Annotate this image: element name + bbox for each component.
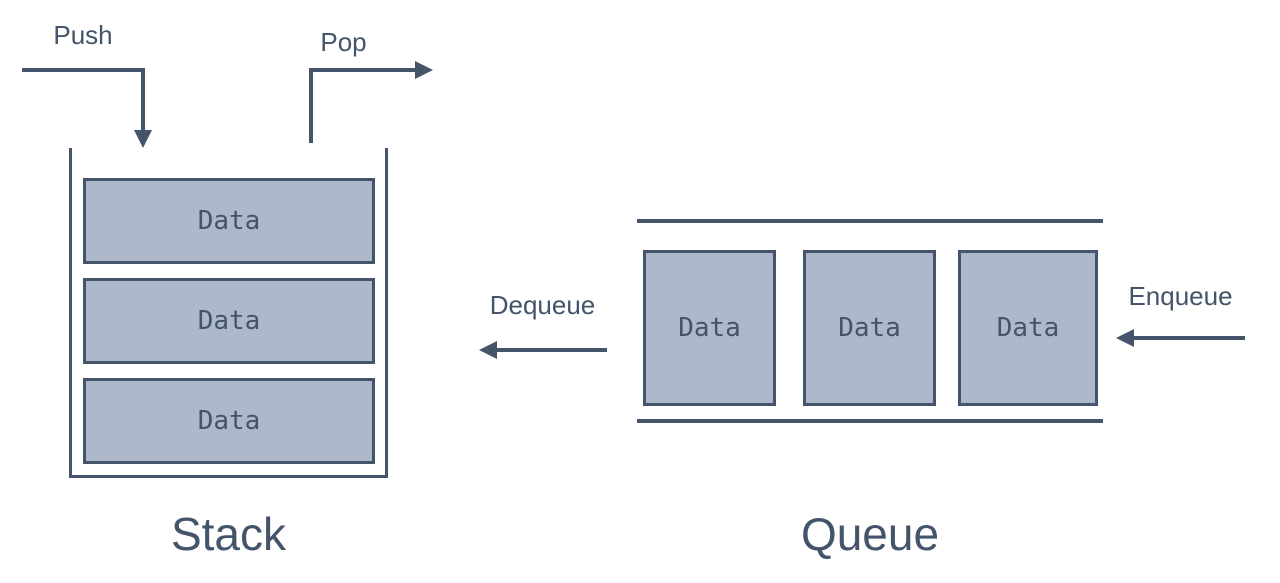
push-label: Push: [53, 20, 113, 50]
push-arrow-line-horizontal: [22, 68, 144, 72]
enqueue-arrowhead-left-icon: [1116, 329, 1134, 347]
push-arrow-line-vertical: [141, 68, 145, 130]
queue-title: Queue: [800, 508, 940, 560]
stack-container: [69, 148, 388, 478]
enqueue-label: Enqueue: [1128, 281, 1233, 311]
dequeue-label: Dequeue: [489, 290, 596, 320]
queue-top-rail: [637, 219, 1103, 223]
pop-arrowhead-right-icon: [415, 61, 433, 79]
dequeue-arrow-line: [494, 348, 607, 352]
queue-item: Data: [643, 250, 776, 406]
stack-title: Stack: [170, 508, 287, 560]
pop-arrow-line-horizontal: [309, 68, 417, 72]
queue-item: Data: [958, 250, 1098, 406]
queue-item: Data: [803, 250, 936, 406]
push-arrowhead-down-icon: [134, 130, 152, 148]
stack-item: Data: [83, 278, 375, 364]
pop-label: Pop: [320, 27, 367, 57]
stack-item: Data: [83, 378, 375, 464]
pop-arrow-line-vertical: [309, 68, 313, 143]
enqueue-arrow-line: [1131, 336, 1245, 340]
queue-bottom-rail: [637, 419, 1103, 423]
dequeue-arrowhead-left-icon: [479, 341, 497, 359]
stack-item: Data: [83, 178, 375, 264]
